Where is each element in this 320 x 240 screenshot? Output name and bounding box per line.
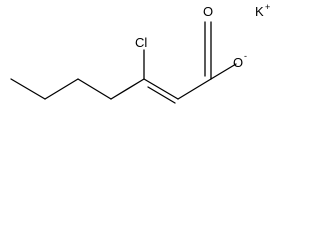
carbonyl-oxygen-label: O [203, 4, 213, 19]
potassium-charge-label: + [265, 2, 270, 12]
bond-c3-c2-inner [147, 86, 176, 104]
carboxylate-oxygen-label: O [233, 55, 243, 70]
bond-c1-o-minus [210, 63, 237, 80]
bond-c6-c5 [77, 78, 112, 100]
potassium-label: K [255, 4, 264, 19]
chlorine-label: Cl [135, 35, 147, 50]
structure-diagram: Cl O O - K + [10, 2, 270, 104]
bond-c8-c7 [10, 78, 46, 100]
bond-c7-c6 [44, 78, 79, 100]
bond-c4-c3 [143, 78, 179, 100]
bond-c2-c1 [177, 78, 212, 100]
bond-c5-c4 [110, 78, 145, 100]
carboxylate-charge-label: - [244, 51, 247, 61]
